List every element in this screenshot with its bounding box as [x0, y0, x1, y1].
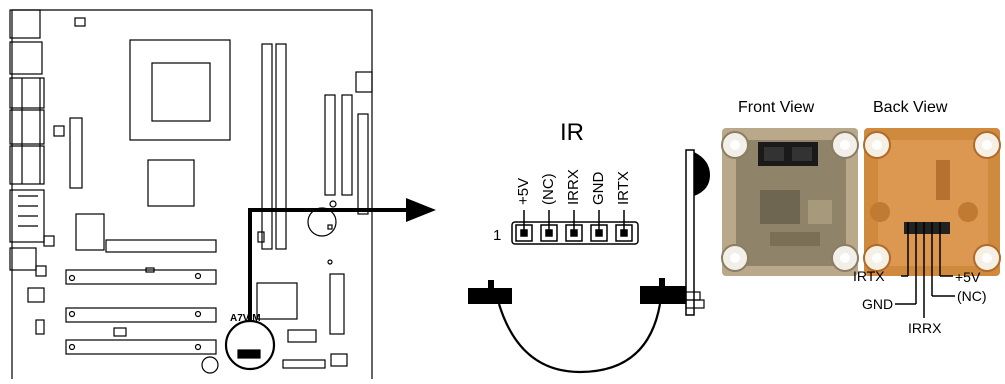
front-view-label: Front View [738, 99, 815, 116]
back-label-5v: +5V [955, 269, 981, 285]
motherboard-layout [9, 9, 373, 379]
back-view-module [863, 128, 1001, 276]
back-label-nc: (NC) [957, 288, 987, 304]
back-pin-labels: IRTX GND IRRX +5V (NC) [853, 268, 987, 336]
front-view-module [721, 128, 859, 276]
connector-title: IR [560, 119, 584, 146]
pin-one-label: 1 [493, 227, 501, 244]
ir-header [511, 210, 639, 245]
board-model-label: A7V-M [230, 313, 261, 324]
pin-labels: +5V (NC) IRRX GND IRTX [515, 169, 632, 205]
pin-label-gnd: GND [590, 172, 607, 206]
pin-label-irrx: IRRX [565, 169, 582, 205]
ir-module-side [683, 149, 710, 316]
back-label-irrx: IRRX [908, 320, 942, 336]
back-label-irtx: IRTX [853, 268, 885, 284]
ir-cable [468, 278, 686, 374]
pointer-arrow [248, 198, 436, 321]
pin-label-irtx: IRTX [615, 171, 632, 205]
pin-label-5v: +5V [515, 178, 532, 205]
back-label-gnd: GND [862, 296, 893, 312]
pin-label-nc: (NC) [540, 173, 557, 205]
back-view-pins [895, 222, 955, 318]
back-view-label: Back View [873, 99, 948, 116]
